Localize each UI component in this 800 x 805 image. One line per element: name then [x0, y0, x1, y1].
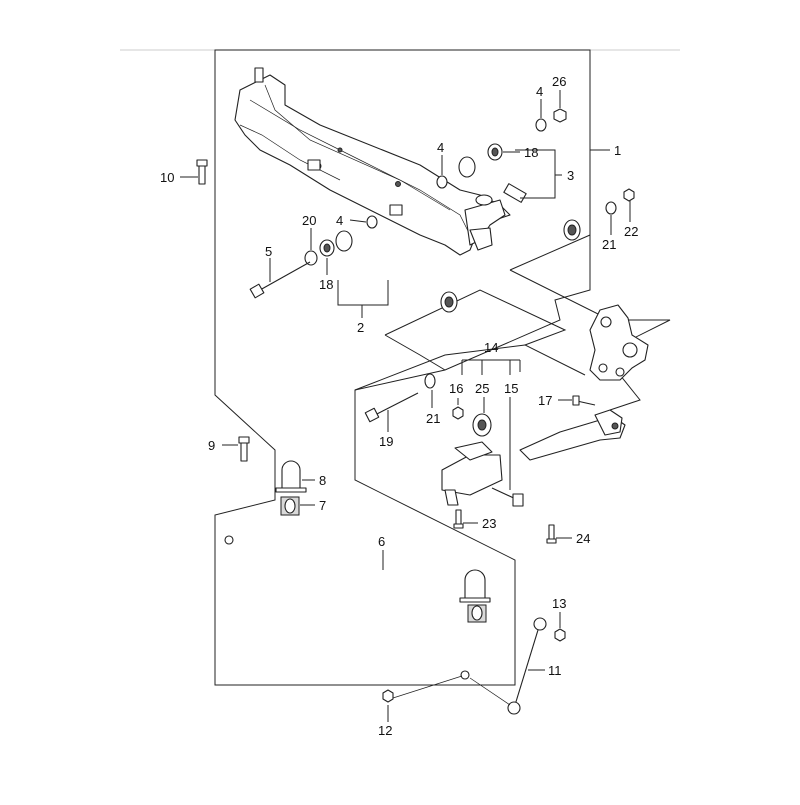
callout-5: 5: [265, 244, 272, 259]
stabilizer-bar: [224, 520, 480, 680]
nut-16: [452, 406, 464, 420]
callout-8: 8: [319, 473, 326, 488]
callout-9: 9: [208, 438, 215, 453]
callout-11: 11: [548, 663, 562, 678]
stabilizer-link-11: [507, 617, 547, 715]
nut-13: [554, 628, 566, 642]
callout-3: 3: [567, 168, 574, 183]
callout-25: 25: [475, 381, 489, 396]
bolt-23: [453, 509, 464, 529]
callout-18-lower: 18: [319, 277, 333, 292]
crossmember: [234, 67, 511, 256]
nut-22: [623, 188, 635, 202]
trailing-arm: [519, 409, 626, 461]
bushing-upper: [487, 143, 503, 161]
callout-7: 7: [319, 498, 326, 513]
callout-6: 6: [378, 534, 385, 549]
bolt-9: [238, 436, 250, 462]
frame-arm-group: [384, 289, 586, 376]
frame-bracket-group: [354, 344, 526, 480]
callout-labels: 1 2 3 4 4 4 5 6 7 8 9 10 11 12 13 14 15 …: [160, 74, 638, 738]
bolt-5: [249, 261, 311, 299]
callout-24: 24: [576, 531, 590, 546]
bolt-17: [572, 395, 596, 406]
callout-2: 2: [357, 320, 364, 335]
clamp-8: [275, 460, 307, 493]
washer-21-lower: [424, 373, 436, 389]
washer-20: [304, 250, 318, 266]
callout-13: 13: [552, 596, 566, 611]
callout-16: 16: [449, 381, 463, 396]
callout-21-lower: 21: [426, 411, 440, 426]
bolt-19: [364, 392, 419, 423]
callout-4-lower: 4: [336, 213, 343, 228]
nut-12: [382, 689, 394, 703]
callout-22: 22: [624, 224, 638, 239]
bolt-24: [546, 524, 557, 544]
lower-lateral-arm: [335, 230, 458, 313]
nut-12-guide: [392, 675, 463, 699]
callout-14: 14: [484, 340, 498, 355]
callout-1: 1: [614, 143, 621, 158]
washer-4-mid: [436, 175, 448, 189]
callout-20: 20: [302, 213, 316, 228]
bushing-7: [280, 496, 300, 516]
bolt-15: [491, 487, 524, 507]
callout-15: 15: [504, 381, 518, 396]
bushing-25: [472, 413, 492, 437]
callout-23: 23: [482, 516, 496, 531]
frame-crossmember-group: [214, 49, 591, 686]
bar-clamp-right: [459, 569, 491, 623]
callout-17: 17: [538, 393, 552, 408]
washer-4-lower: [366, 215, 378, 229]
link-guide: [469, 677, 511, 706]
callout-19: 19: [379, 434, 393, 449]
callout-12: 12: [378, 723, 392, 738]
leader-lines: [180, 90, 631, 722]
trailing-arm-bracket: [441, 441, 503, 506]
callout-4-top: 4: [536, 84, 543, 99]
callout-26: 26: [552, 74, 566, 89]
washer-4-top: [535, 118, 547, 132]
callout-4-mid: 4: [437, 140, 444, 155]
callout-21-right: 21: [602, 237, 616, 252]
nut-26: [553, 108, 567, 123]
knuckle: [589, 304, 649, 381]
callout-18-upper: 18: [524, 145, 538, 160]
washer-21-right: [605, 201, 617, 215]
bolt-10: [196, 159, 208, 185]
bushing-lower: [319, 239, 335, 257]
callout-10: 10: [160, 170, 174, 185]
